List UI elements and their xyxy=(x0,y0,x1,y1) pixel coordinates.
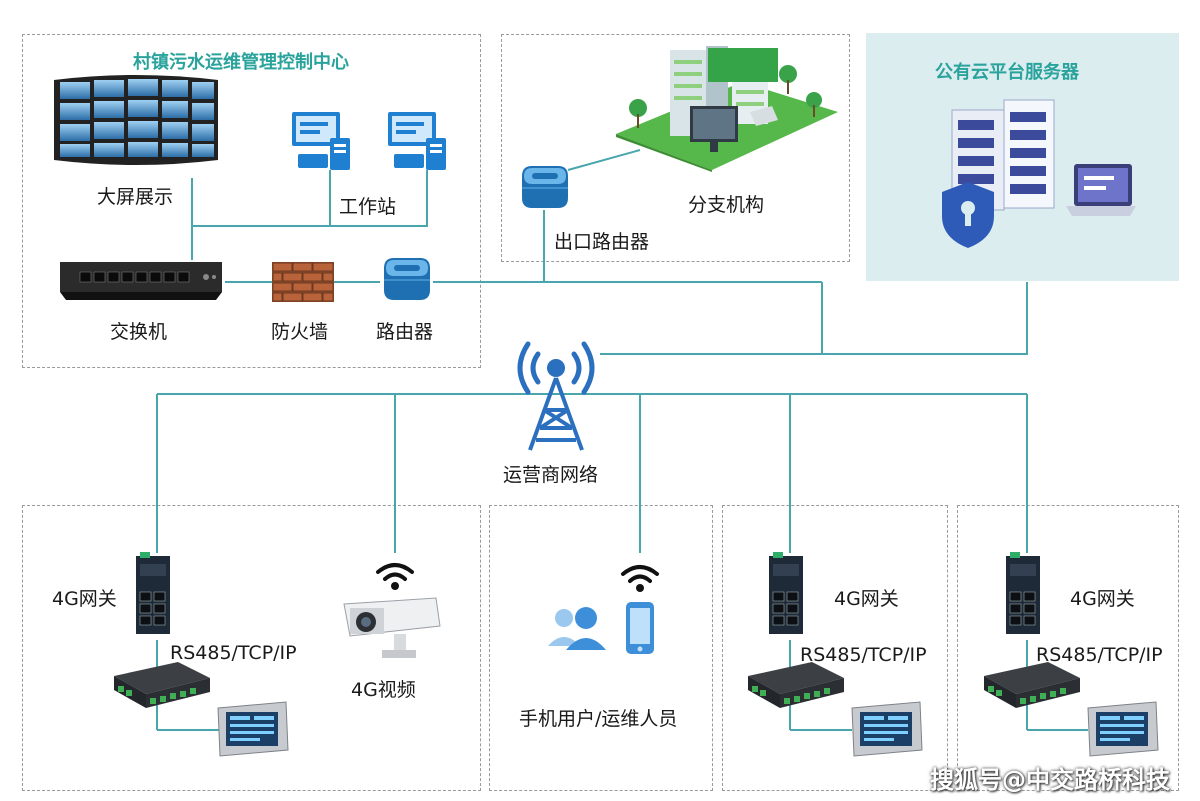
router-icon xyxy=(384,258,430,300)
firewall-label: 防火墙 xyxy=(271,321,329,343)
switch-label: 交换机 xyxy=(110,321,168,343)
protocol-label: RS485/TCP/IP xyxy=(1036,644,1163,666)
control-center-title: 村镇污水运维管理控制中心 xyxy=(133,52,349,73)
site3-box xyxy=(722,505,948,791)
network-label: 运营商网络 xyxy=(503,464,599,486)
4g-gateway-icon xyxy=(136,552,170,634)
watermark: 搜狐号@中交路桥科技 xyxy=(930,766,1170,794)
site1-box xyxy=(22,505,481,791)
display-terminal-icon xyxy=(1087,701,1159,757)
display-terminal-icon xyxy=(217,701,289,757)
branch-office-icon xyxy=(616,46,838,172)
mobile-label: 手机用户/运维人员 xyxy=(519,708,678,730)
router-label: 路由器 xyxy=(376,321,434,343)
cloud-title: 公有云平台服务器 xyxy=(935,62,1079,83)
4g-gateway-icon xyxy=(1006,552,1040,634)
display-terminal-icon xyxy=(851,701,923,757)
gateway-label: 4G网关 xyxy=(1070,588,1135,610)
wifi-icon xyxy=(376,563,414,590)
switch-icon xyxy=(60,262,222,300)
io-module-icon xyxy=(114,662,210,708)
gateway-label: 4G网关 xyxy=(52,588,117,610)
4g-camera-icon xyxy=(343,597,441,658)
protocol-label: RS485/TCP/IP xyxy=(800,644,927,666)
video-label: 4G视频 xyxy=(351,679,416,701)
mobile-box xyxy=(489,505,713,791)
exit-router-icon xyxy=(522,166,568,208)
4g-gateway-icon xyxy=(769,552,803,634)
signal-tower-icon xyxy=(517,341,595,451)
gateway-label: 4G网关 xyxy=(834,588,899,610)
workstation-label: 工作站 xyxy=(339,196,397,218)
workstation-icon xyxy=(388,112,446,170)
screen-label: 大屏展示 xyxy=(97,186,174,208)
exit-router-label: 出口路由器 xyxy=(554,231,650,253)
firewall-icon xyxy=(272,262,334,302)
video-wall-icon xyxy=(54,75,218,165)
workstation-icon xyxy=(292,112,350,170)
site4-box xyxy=(957,505,1179,791)
io-module-icon xyxy=(748,662,844,708)
control-center-box xyxy=(22,34,481,368)
smartphone-icon xyxy=(626,602,654,654)
branch-label: 分支机构 xyxy=(688,194,765,216)
users-icon xyxy=(548,607,606,650)
branch-box xyxy=(501,34,850,262)
protocol-label: RS485/TCP/IP xyxy=(170,642,297,664)
wifi-icon xyxy=(621,565,659,592)
cloud-server-icon xyxy=(942,99,1136,248)
io-module-icon xyxy=(984,662,1080,708)
